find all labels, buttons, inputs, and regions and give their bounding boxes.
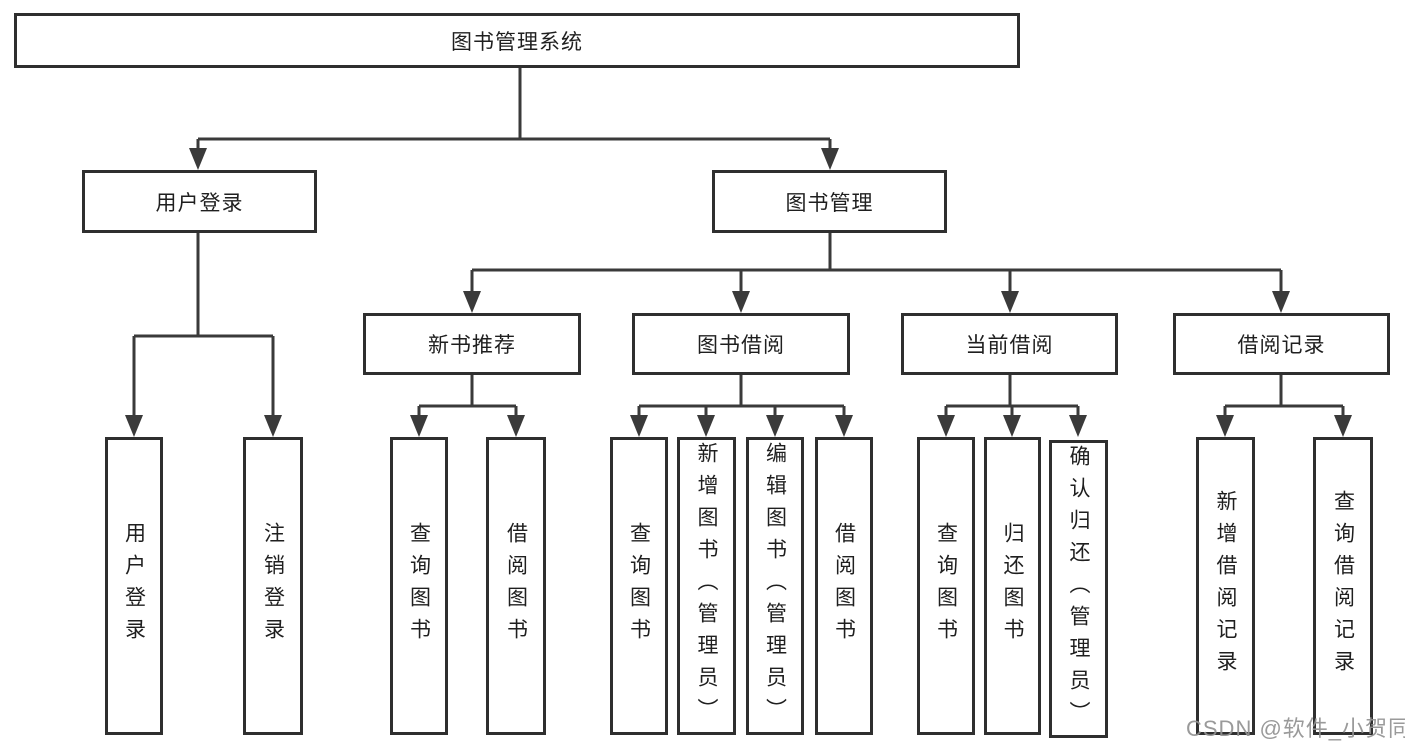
leaf-label: 借阅图书 [832, 522, 856, 650]
leaf-return-books: 归还图书 [984, 437, 1041, 735]
node-current-borrowing: 当前借阅 [901, 313, 1118, 375]
leaf-edit-books-admin: 编辑图书（管理员） [746, 437, 804, 735]
leaf-label: 查询图书 [934, 522, 958, 650]
node-label: 图书借阅 [697, 334, 785, 357]
leaf-add-books-admin: 新增图书（管理员） [677, 437, 736, 735]
csdn-watermark: CSDN @软件_小贺同学 [1186, 716, 1405, 741]
node-book-management: 图书管理 [712, 170, 947, 233]
leaf-borrow-books-borrowing: 借阅图书 [815, 437, 873, 735]
leaf-confirm-return-admin: 确认归还（管理员） [1049, 440, 1108, 738]
node-label: 当前借阅 [965, 334, 1054, 357]
leaf-label: 新增图书（管理员） [695, 442, 718, 730]
node-borrowing-records: 借阅记录 [1173, 313, 1390, 375]
node-label: 图书管理系统 [451, 30, 583, 54]
leaf-user-login: 用户登录 [105, 437, 163, 735]
node-book-borrowing: 图书借阅 [632, 313, 850, 375]
leaf-borrow-books-recommend: 借阅图书 [486, 437, 546, 735]
node-label: 借阅记录 [1237, 334, 1326, 357]
leaf-logout: 注销登录 [243, 437, 303, 735]
leaf-label: 确认归还（管理员） [1067, 445, 1090, 733]
leaf-query-books-borrowing: 查询图书 [610, 437, 668, 735]
leaf-add-borrow-record: 新增借阅记录 [1196, 437, 1255, 735]
node-label: 图书管理 [785, 191, 874, 215]
node-user-login: 用户登录 [82, 170, 317, 233]
leaf-label: 注销登录 [261, 522, 285, 650]
node-label: 新书推荐 [428, 334, 516, 357]
leaf-label: 新增借阅记录 [1214, 490, 1237, 682]
leaf-label: 查询图书 [627, 522, 651, 650]
leaf-label: 归还图书 [1001, 522, 1024, 650]
node-library-system: 图书管理系统 [14, 13, 1020, 68]
node-new-book-recommend: 新书推荐 [363, 313, 581, 375]
leaf-query-books-recommend: 查询图书 [390, 437, 448, 735]
leaf-label: 查询图书 [407, 522, 431, 650]
leaf-query-borrow-record: 查询借阅记录 [1313, 437, 1373, 735]
leaf-label: 借阅图书 [504, 522, 528, 650]
leaf-label: 查询借阅记录 [1331, 490, 1355, 682]
leaf-label: 编辑图书（管理员） [763, 442, 787, 730]
leaf-label: 用户登录 [122, 522, 146, 650]
leaf-query-books-current: 查询图书 [917, 437, 975, 735]
node-label: 用户登录 [155, 191, 244, 215]
